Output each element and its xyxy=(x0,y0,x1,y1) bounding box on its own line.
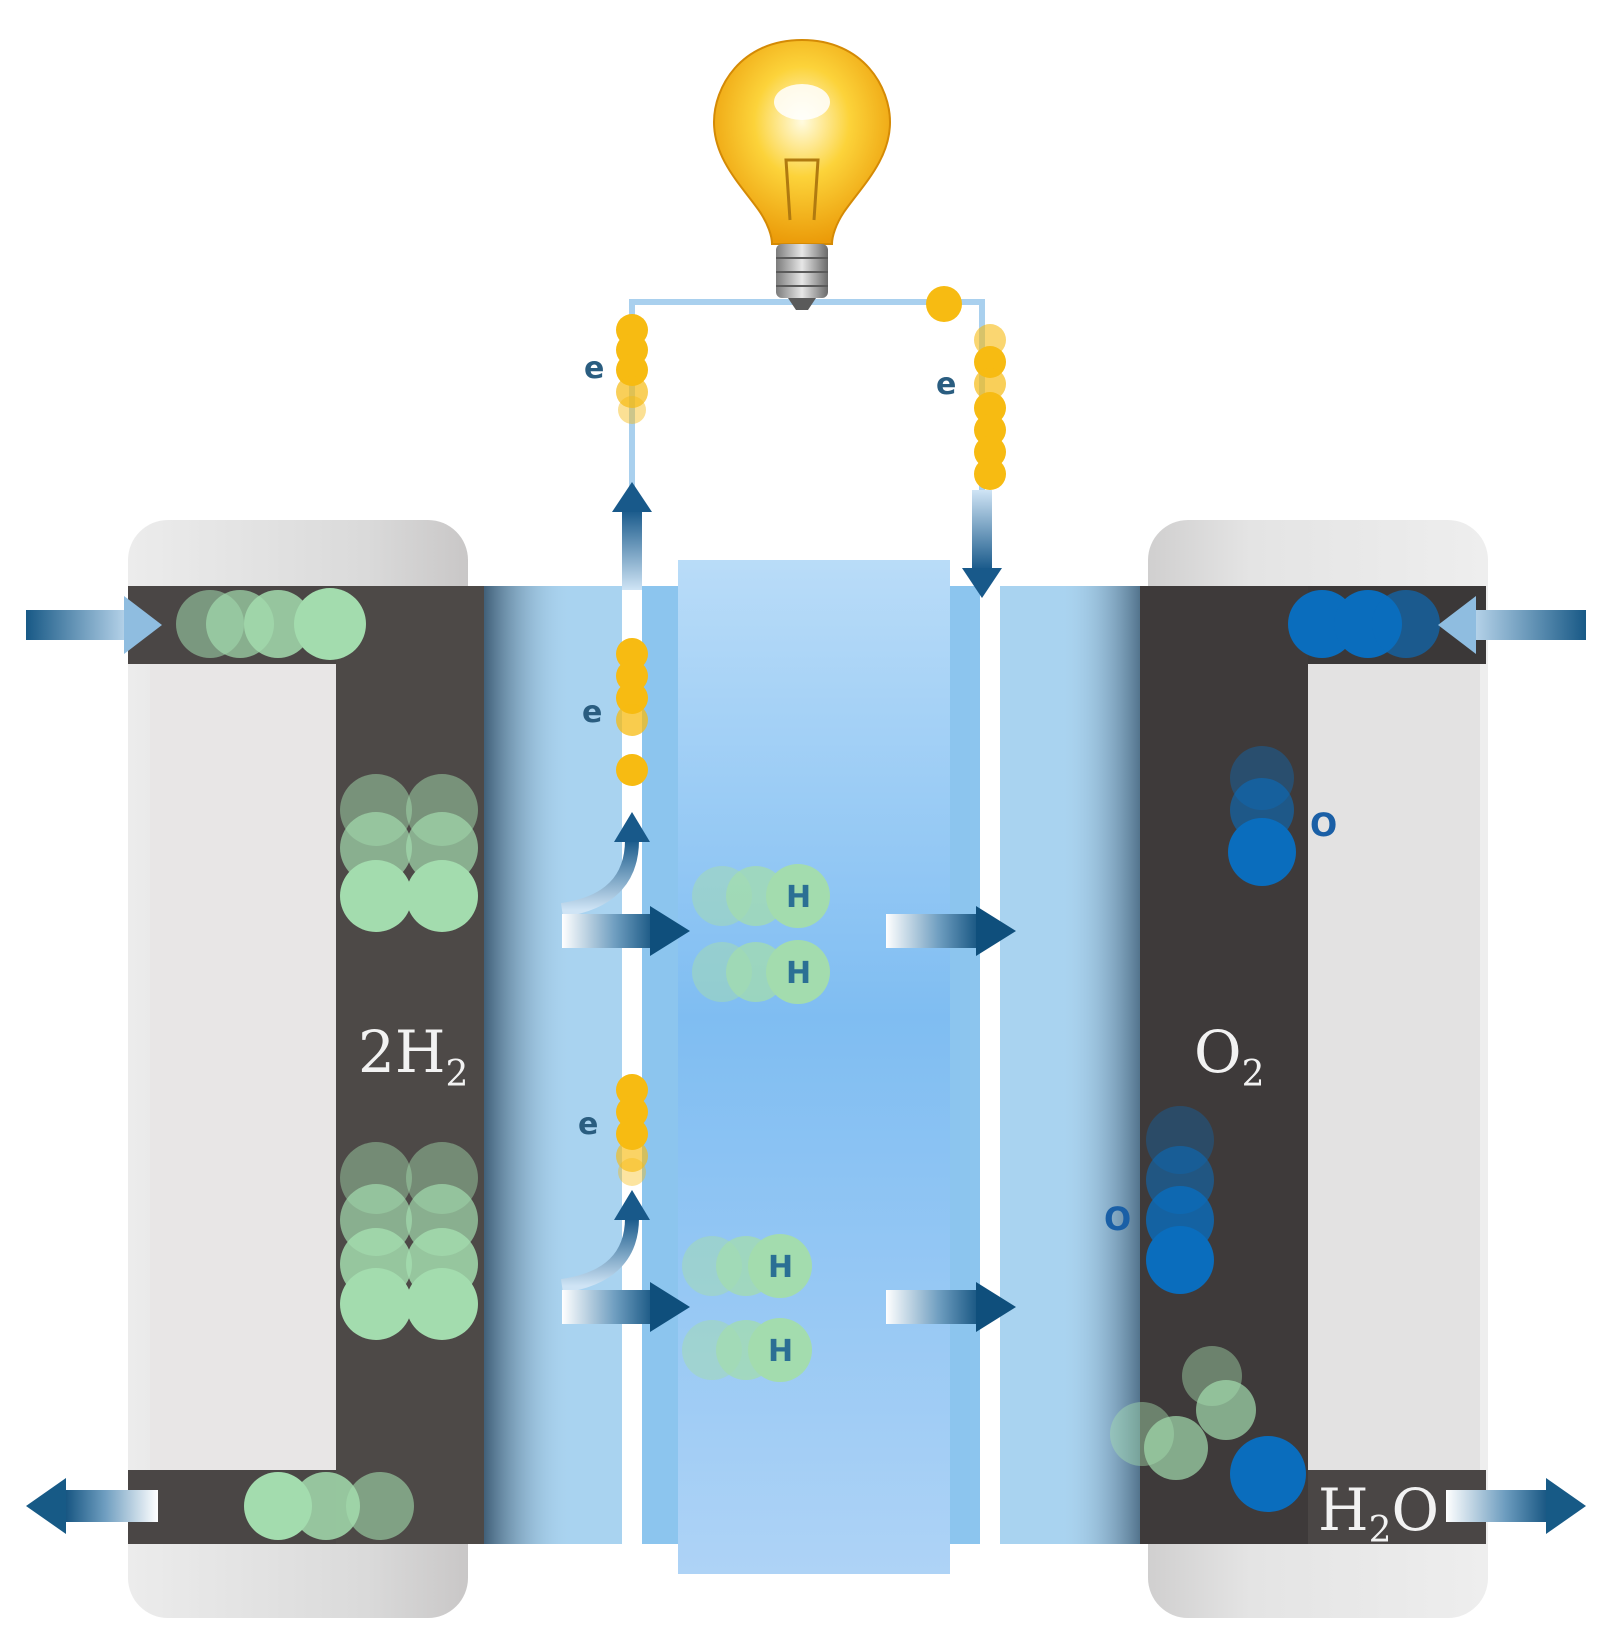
oxygen-label-1: O xyxy=(1310,806,1337,844)
arrow-right-icon xyxy=(26,596,162,654)
arrow-up-icon xyxy=(560,1190,650,1293)
oxygen-molecules xyxy=(1146,590,1440,1294)
electron-particles xyxy=(616,286,1006,1186)
arrow-down-icon xyxy=(962,490,1002,598)
arrow-left-icon xyxy=(26,1478,158,1534)
arrow-up-icon xyxy=(560,812,650,917)
arrow-right-icon xyxy=(886,1282,1016,1332)
hydrogen-ion-label-2: H xyxy=(786,956,811,991)
cathode-catalyst-strip xyxy=(950,586,980,1544)
hydrogen-ion-label-1: H xyxy=(786,880,811,915)
anode-diffusion-shade xyxy=(484,586,574,1544)
anode-species-label: 2H2 xyxy=(358,1018,468,1095)
electron-label-2: e xyxy=(936,367,956,402)
anode-electrode xyxy=(336,586,484,1544)
cathode-species-label: O2 xyxy=(1194,1018,1264,1095)
arrow-left-icon xyxy=(1438,596,1586,654)
arrow-right-icon xyxy=(886,906,1016,956)
membrane xyxy=(678,560,950,1574)
cathode-diffusion-shade xyxy=(1058,586,1148,1544)
water-molecule xyxy=(1110,1346,1306,1512)
arrow-right-icon xyxy=(1446,1478,1586,1534)
light-bulb-icon xyxy=(712,38,892,310)
arrow-right-icon xyxy=(562,1282,690,1332)
external-circuit xyxy=(629,299,985,590)
hydrogen-ions xyxy=(682,864,830,1382)
arrow-right-icon xyxy=(562,906,690,956)
anode-inner-housing xyxy=(150,664,336,1470)
electron-label-3: e xyxy=(582,695,602,730)
anode-catalyst-strip xyxy=(642,586,678,1544)
electron-label-4: e xyxy=(578,1107,598,1142)
electron-label-1: e xyxy=(584,351,604,386)
cathode-inner-housing xyxy=(1308,664,1480,1470)
product-label: H2O xyxy=(1318,1476,1439,1551)
hydrogen-molecules xyxy=(176,588,478,1540)
hydrogen-ion-label-4: H xyxy=(768,1334,793,1369)
hydrogen-ion-label-3: H xyxy=(768,1250,793,1285)
arrow-up-icon xyxy=(612,482,652,590)
oxygen-label-2: O xyxy=(1104,1200,1131,1238)
